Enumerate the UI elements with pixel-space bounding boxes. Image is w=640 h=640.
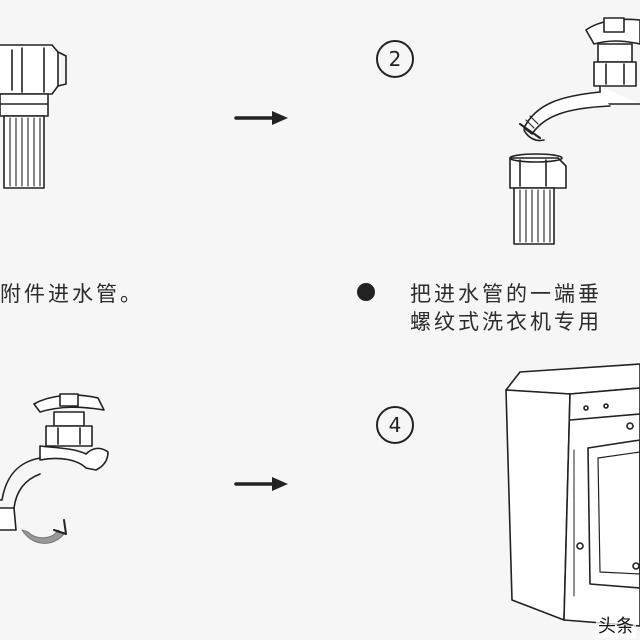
watermark: 头条 [596,612,636,638]
rotate-arrow-icon [21,529,65,544]
arrow-right-icon [234,111,288,125]
step-number-4: 4 [376,406,414,444]
caption-step-1: 附件进水管。 [0,282,144,306]
caption-step-2-line-2: 螺纹式洗衣机专用 [410,310,602,334]
faucet-illustration [509,17,640,245]
washing-machine-illustration [505,363,640,627]
faucet-rotate-illustration [0,393,109,544]
step-number-2: 2 [376,40,414,78]
arrow-right-icon [234,477,288,491]
hose-connector-illustration [0,44,67,189]
caption-step-2-line-1: 把进水管的一端垂 [410,282,602,306]
bullet-dot-icon [357,283,375,301]
